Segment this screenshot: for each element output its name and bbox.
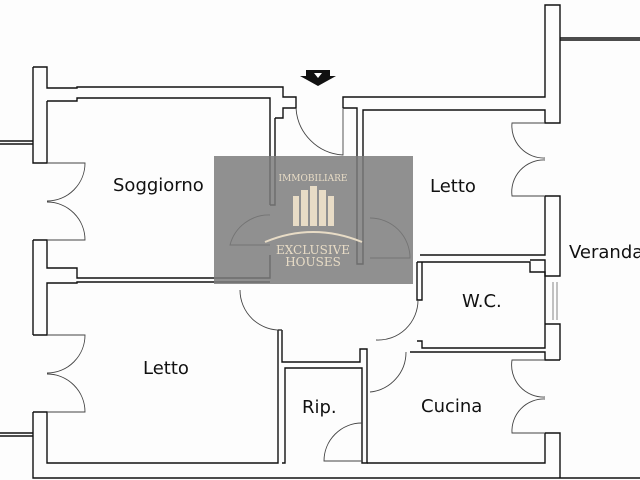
watermark-line1: IMMOBILIARE	[279, 174, 348, 184]
watermark-line3: HOUSES	[285, 255, 341, 269]
door-soggiorno-left-1	[46, 162, 86, 202]
doors	[46, 107, 546, 462]
door-cucina-right-2	[511, 398, 546, 434]
door-soggiorno-left-2	[46, 201, 86, 241]
door-letto-right-2	[511, 159, 546, 197]
door-cucina	[369, 351, 407, 393]
room-label-soggiorno: Soggiorno	[113, 175, 204, 196]
room-label-veranda: Veranda	[569, 242, 640, 263]
room-label-cucina: Cucina	[421, 396, 482, 417]
door-cucina-right-1	[511, 359, 546, 398]
door-letto-bottom	[239, 289, 283, 331]
walls	[0, 4, 640, 479]
door-rip	[323, 422, 363, 462]
door-entrance	[295, 107, 344, 156]
door-wc	[375, 299, 419, 341]
entrance-arrow-icon	[300, 70, 336, 86]
room-label-ripostiglio: Rip.	[302, 397, 337, 418]
door-letto-left-1	[46, 334, 86, 374]
watermark: IMMOBILIARE EXCLUSIVE HOUSES	[214, 156, 413, 284]
room-label-wc: W.C.	[462, 291, 502, 312]
door-letto-right-1	[511, 122, 546, 159]
door-letto-left-2	[46, 373, 86, 413]
building-logo-icon	[293, 186, 334, 226]
room-label-letto-bottom: Letto	[143, 358, 189, 379]
watermark-line2: EXCLUSIVE	[276, 243, 350, 257]
room-label-letto-top: Letto	[430, 176, 476, 197]
